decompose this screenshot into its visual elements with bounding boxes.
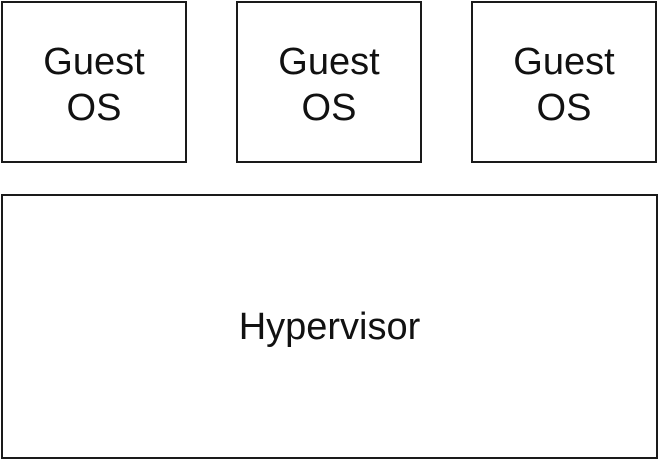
guest-os-label-2-line1: Guest: [278, 41, 380, 83]
hypervisor-box: Hypervisor: [1, 194, 658, 459]
hypervisor-label: Hypervisor: [238, 305, 421, 348]
guest-os-label-3-line2: OS: [536, 87, 592, 129]
guest-os-box-1: Guest OS: [1, 1, 187, 163]
guest-os-label-3: Guest OS: [513, 39, 614, 131]
guest-os-label-2-line2: OS: [301, 87, 357, 129]
guest-os-box-3: Guest OS: [471, 1, 657, 163]
guest-os-label-1-line1: Guest: [43, 41, 145, 83]
guest-os-label-1: Guest OS: [43, 39, 144, 131]
guest-os-label-1-line2: OS: [66, 87, 122, 129]
guest-os-label-2: Guest OS: [278, 39, 379, 131]
guest-os-label-3-line1: Guest: [513, 41, 615, 83]
guest-os-box-2: Guest OS: [236, 1, 422, 163]
